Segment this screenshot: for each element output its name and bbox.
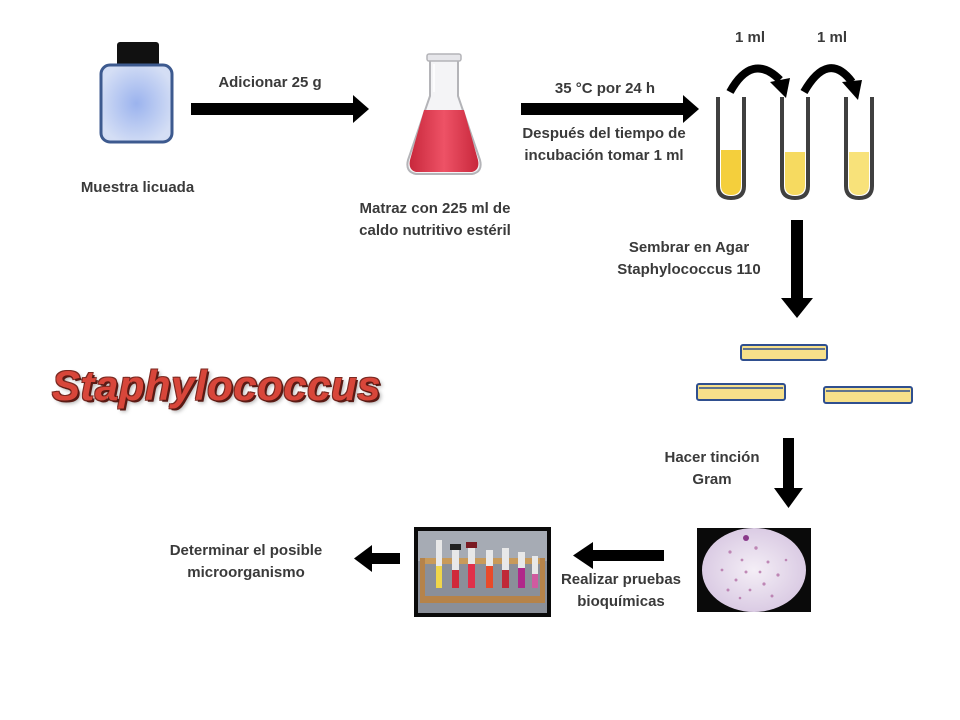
label-determine-line1: Determinar el posible xyxy=(169,542,323,559)
label-add: Adicionar 25 g xyxy=(218,74,322,91)
diagram-title: Staphylococcus xyxy=(52,362,382,409)
label-determine: Determinar el posible microorganismo xyxy=(140,540,352,584)
arrow-sow-agar xyxy=(781,220,813,318)
label-biochemical: Realizar pruebas bioquímicas xyxy=(546,569,696,613)
test-tube-1-icon xyxy=(716,97,746,201)
sample-bottle-icon xyxy=(99,42,174,144)
label-determine-line2: microorganismo xyxy=(187,564,305,581)
arrow-biochemical xyxy=(573,542,664,569)
label-after: Después del tiempo de incubación tomar 1… xyxy=(494,123,714,167)
label-sample: Muestra licuada xyxy=(80,179,195,196)
label-gram: Hacer tinción Gram xyxy=(652,447,772,491)
gram-stain-image-icon xyxy=(697,528,811,612)
biochemical-tests-image-icon xyxy=(414,527,551,617)
transfer-arrow-2 xyxy=(800,64,862,100)
petri-dish-3-icon xyxy=(823,386,913,404)
transfer-arrow-1 xyxy=(726,64,790,98)
label-sow-line1: Sembrar en Agar xyxy=(628,239,750,256)
flask-icon xyxy=(406,53,482,175)
label-after-line2: incubación tomar 1 ml xyxy=(524,147,684,164)
arrow-gram-stain xyxy=(774,438,803,508)
label-sow: Sembrar en Agar Staphylococcus 110 xyxy=(594,237,784,281)
petri-dish-2-icon xyxy=(696,383,786,401)
label-after-line1: Después del tiempo de xyxy=(522,125,686,142)
label-transfer-1: 1 ml xyxy=(734,29,765,46)
label-biochemical-line1: Realizar pruebas xyxy=(560,571,682,588)
label-flask: Matraz con 225 ml de caldo nutritivo est… xyxy=(330,198,540,242)
label-gram-line2: Gram xyxy=(692,471,732,488)
label-flask-line2: caldo nutritivo estéril xyxy=(359,222,511,239)
label-gram-line1: Hacer tinción xyxy=(664,449,760,466)
label-transfer-2: 1 ml xyxy=(816,29,847,46)
test-tube-3-icon xyxy=(844,97,874,201)
petri-dish-1-icon xyxy=(740,344,828,361)
label-biochemical-line2: bioquímicas xyxy=(577,593,665,610)
arrow-incubation xyxy=(521,95,699,123)
arrow-determine xyxy=(354,545,400,572)
test-tube-2-icon xyxy=(780,97,810,201)
label-flask-line1: Matraz con 225 ml de xyxy=(359,200,511,217)
label-sow-line2: Staphylococcus 110 xyxy=(617,261,761,278)
arrow-add-sample xyxy=(191,95,369,123)
label-incubation: 35 °C por 24 h xyxy=(554,80,656,97)
